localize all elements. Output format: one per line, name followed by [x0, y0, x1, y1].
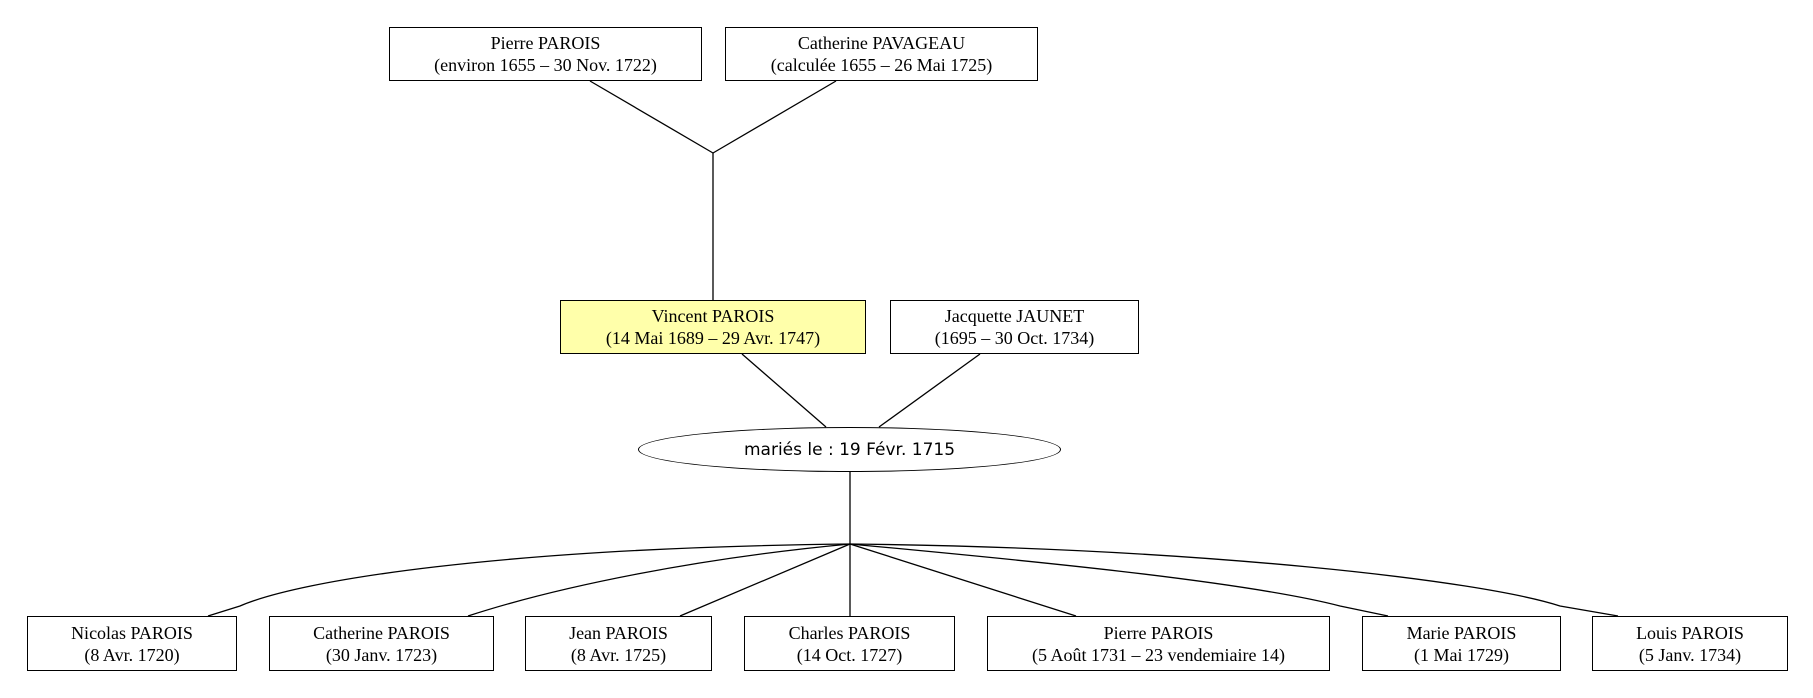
connector-child-7	[849, 543, 1619, 617]
person-name: Louis PAROIS	[1636, 622, 1744, 643]
person-name: Pierre PAROIS	[1103, 622, 1214, 643]
person-dates: (8 Avr. 1725)	[570, 644, 667, 665]
person-name: Marie PAROIS	[1406, 622, 1517, 643]
person-dates: (1695 – 30 Oct. 1734)	[934, 328, 1095, 348]
person-child-nicolas-parois[interactable]: Nicolas PAROIS (8 Avr. 1720)	[27, 616, 237, 671]
person-child-catherine-parois[interactable]: Catherine PAROIS (30 Janv. 1723)	[269, 616, 494, 671]
person-child-pierre-parois[interactable]: Pierre PAROIS (5 Août 1731 – 23 vendemia…	[987, 616, 1330, 671]
connector-child-3	[679, 543, 851, 617]
person-child-jean-parois[interactable]: Jean PAROIS (8 Avr. 1725)	[525, 616, 712, 671]
connector-spouse-marriage	[878, 353, 981, 428]
person-dates: (30 Janv. 1723)	[325, 644, 438, 665]
connector-mother	[712, 80, 837, 154]
marriage-node[interactable]: mariés le : 19 Févr. 1715	[638, 427, 1061, 472]
person-jacquette-jaunet[interactable]: Jacquette JAUNET (1695 – 30 Oct. 1734)	[890, 300, 1139, 354]
person-dates: (environ 1655 – 30 Nov. 1722)	[434, 55, 657, 75]
person-name: Pierre PAROIS	[490, 33, 601, 53]
person-child-charles-parois[interactable]: Charles PAROIS (14 Oct. 1727)	[744, 616, 955, 671]
person-name: Catherine PAVAGEAU	[797, 33, 966, 53]
person-name: Nicolas PAROIS	[71, 622, 193, 643]
connector-child-2	[467, 543, 851, 617]
person-dates: (14 Oct. 1727)	[796, 644, 903, 665]
connector-child-6	[849, 543, 1389, 617]
person-child-marie-parois[interactable]: Marie PAROIS (1 Mai 1729)	[1362, 616, 1561, 671]
person-dates: (calculée 1655 – 26 Mai 1725)	[770, 55, 993, 75]
person-catherine-pavageau[interactable]: Catherine PAVAGEAU (calculée 1655 – 26 M…	[725, 27, 1038, 81]
person-child-louis-parois[interactable]: Louis PAROIS (5 Janv. 1734)	[1592, 616, 1788, 671]
person-vincent-parois[interactable]: Vincent PAROIS (14 Mai 1689 – 29 Avr. 17…	[560, 300, 866, 354]
person-dates: (14 Mai 1689 – 29 Avr. 1747)	[605, 328, 821, 348]
person-dates: (8 Avr. 1720)	[84, 644, 180, 665]
marriage-label: mariés le : 19 Févr. 1715	[743, 439, 956, 460]
person-name: Catherine PAROIS	[313, 622, 450, 643]
person-pierre-parois-grandfather[interactable]: Pierre PAROIS (environ 1655 – 30 Nov. 17…	[389, 27, 702, 81]
person-dates: (5 Janv. 1734)	[1638, 644, 1742, 665]
person-dates: (1 Mai 1729)	[1414, 644, 1509, 665]
connector-father	[589, 80, 714, 154]
person-name: Vincent PAROIS	[651, 306, 775, 326]
connector-child-1	[207, 543, 851, 617]
person-name: Jacquette JAUNET	[944, 306, 1085, 326]
person-name: Jean PAROIS	[569, 622, 668, 643]
connector-subject-marriage	[741, 353, 827, 428]
person-dates: (5 Août 1731 – 23 vendemiaire 14)	[1032, 644, 1285, 665]
person-name: Charles PAROIS	[788, 622, 911, 643]
connector-child-5	[849, 543, 1077, 617]
